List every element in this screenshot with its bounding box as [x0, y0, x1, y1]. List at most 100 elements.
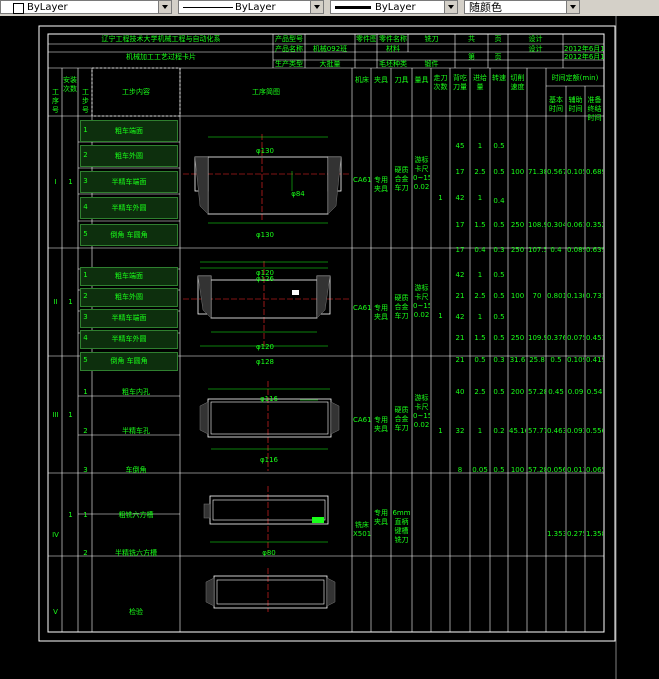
op4-machine: 铣床X5012 [353, 521, 371, 538]
op2-s5-feedcount: 21 [455, 356, 465, 364]
drawing-canvas[interactable]: 辽宁工程技术大学机械工程与自动化系 机械加工工艺过程卡片 产品型号 产品名称 生… [0, 16, 659, 679]
dim-label: φ130 [256, 231, 274, 239]
layer-combo[interactable]: ByLayer [0, 0, 172, 14]
chevron-down-icon[interactable] [310, 1, 323, 13]
linetype-combo[interactable]: ByLayer [178, 0, 324, 14]
linetype-preview-icon [183, 7, 233, 8]
op1-s5-basic: 0.4 [550, 246, 562, 254]
op1-s4-speed: 250 [510, 221, 525, 229]
op1-install: 1 [68, 178, 73, 186]
op2-s4-feedcount: 21 [455, 334, 465, 342]
op1-s4-depth: 1.5 [474, 221, 486, 229]
material-value: 毛坯种类 [379, 60, 407, 68]
op2-machine: CA6140 [353, 304, 371, 312]
op2-s5-speed: 31.6 [509, 356, 526, 364]
op1-s1-feed: 0.5 [493, 142, 505, 150]
op1-step4-no: 4 [83, 203, 88, 211]
col-step-content: 工步内容 [122, 88, 150, 96]
sheet-value: 页 [494, 53, 502, 61]
layer-combo-text: ByLayer [27, 2, 68, 13]
op3-s2-basic: 0.463 [547, 427, 565, 435]
op1-s2-cutspeed: 71.38 [528, 168, 546, 176]
lineweight-preview-icon [335, 6, 371, 9]
op2-s1-feedcount: 42 [455, 271, 465, 279]
op3-step1-no: 1 [83, 388, 88, 396]
op4-s1-aux: 0.275 [567, 530, 584, 538]
op1-s4-cutspeed: 108.9 [528, 221, 546, 229]
op4-step1: 粗铣六方槽 [118, 511, 154, 519]
op1-s3-feed: 0.4 [493, 197, 505, 205]
op3-s3-feed: 0.5 [493, 466, 505, 474]
date-value-2: 2012年6月1日 [564, 53, 604, 61]
op4-process: IV [52, 531, 59, 539]
op2-step2: 粗车外圆 [80, 288, 178, 307]
sketch-operation-1 [183, 134, 350, 224]
op1-machine: CA6140 [353, 176, 371, 184]
op3-s1-speed: 200 [510, 388, 525, 396]
op3-s3-aux: 0.011 [567, 466, 584, 474]
dim-label: φ80 [262, 549, 276, 557]
op4-fixture: 专用夹具 [374, 509, 388, 526]
op1-step1-no: 1 [83, 126, 88, 134]
col-cut-speed: 切削速度 [510, 74, 525, 91]
sketch-operation-4 [203, 486, 329, 553]
op3-s3-prep: 0.065 [586, 466, 603, 474]
op2-s2-depth: 2.5 [474, 292, 486, 300]
col-speed: 转速 [492, 74, 506, 82]
op2-step3-no: 3 [83, 313, 88, 321]
op2-s1-feed: 0.5 [493, 271, 505, 279]
op1-s3-depth: 1 [477, 194, 483, 202]
col-feed: 进给量 [473, 74, 487, 91]
op2-fixture: 专用夹具 [374, 304, 388, 321]
op1-step2-no: 2 [83, 151, 88, 159]
col-fixture: 夹具 [374, 76, 388, 84]
op2-process: II [53, 298, 58, 306]
plotstyle-combo-text: 随颜色 [469, 1, 502, 14]
lineweight-combo-text: ByLayer [375, 2, 416, 13]
op2-step5-no: 5 [83, 356, 88, 364]
col-step-no: 工步号 [82, 88, 89, 114]
inner-frame [47, 33, 605, 633]
op3-s2-feedcount: 32 [455, 427, 465, 435]
chevron-down-icon[interactable] [444, 1, 457, 13]
op1-step2: 粗车外圆 [80, 145, 178, 167]
plotstyle-combo[interactable]: 随颜色 [464, 0, 580, 14]
op4-install: 1 [68, 511, 73, 519]
dim-label: φ116 [260, 456, 278, 464]
op3-s3-speed: 100 [510, 466, 525, 474]
op4-step1-no: 1 [83, 511, 88, 519]
op1-s2-depth: 2.5 [474, 168, 486, 176]
op1-s2-feedcount: 17 [455, 168, 465, 176]
total-sheets-label: 共 [468, 35, 475, 43]
op2-s2-prep: 0.731 [586, 292, 603, 300]
op1-s5-speed: 250 [510, 246, 525, 254]
op3-tool: 硬质合金车刀 [394, 406, 409, 432]
production-type-value: 大批量 [319, 60, 341, 68]
op2-s3-depth: 1 [477, 313, 483, 321]
op4-tool: 6mm直柄键槽铣刀 [392, 509, 411, 544]
chevron-down-icon[interactable] [158, 1, 171, 13]
col-gauge: 量具 [414, 76, 429, 84]
column-grid [48, 68, 604, 632]
part-name-value: 铣刀 [424, 35, 439, 43]
op1-step5-no: 5 [83, 230, 88, 238]
linetype-combo-text: ByLayer [235, 2, 276, 13]
designer-label: 设计 [528, 35, 543, 43]
dim-label: φ126 [256, 275, 274, 283]
op2-s4-speed: 250 [510, 334, 525, 342]
outer-frame [38, 25, 616, 642]
op2-s5-cutspeed: 25.8 [529, 356, 545, 364]
op2-s5-feed: 0.3 [493, 356, 505, 364]
op2-s4-depth: 1.5 [474, 334, 486, 342]
op5-process: V [53, 608, 58, 616]
sketch-operation-3 [199, 381, 340, 471]
lineweight-combo[interactable]: ByLayer [330, 0, 458, 14]
op1-s2-aux: 0.105 [567, 168, 584, 176]
toolbar-separator [458, 0, 464, 16]
op2-s4-basic: 0.376 [547, 334, 565, 342]
sheet-label: 第 [468, 53, 475, 61]
chevron-down-icon[interactable] [566, 1, 579, 13]
op2-s5-aux: 0.109 [567, 356, 584, 364]
dim-label: φ130 [256, 147, 274, 155]
material-label: 材料 [386, 45, 400, 53]
